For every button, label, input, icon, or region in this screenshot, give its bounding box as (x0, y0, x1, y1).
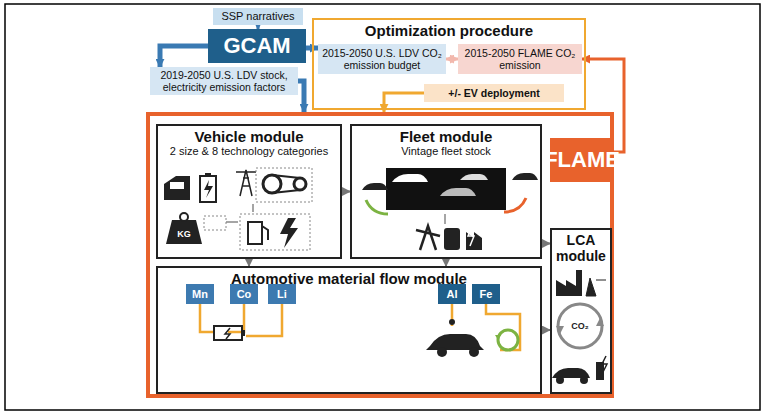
node-title: 2015-2050 FLAME CO₂ emission (461, 47, 579, 71)
image-frame (5, 4, 760, 410)
node-title: Optimization procedure (318, 22, 580, 39)
optimization-box: Optimization procedure 2015-2050 U.S. LDV… (312, 18, 586, 110)
connector-arrow (445, 259, 447, 266)
connector-arrow (446, 58, 458, 61)
lca-icons (552, 270, 607, 384)
node-title: Vehicle module (162, 128, 336, 145)
connector-arrow (160, 46, 208, 67)
budget-box: 2015-2050 U.S. LDV CO₂ emission budget (318, 44, 446, 74)
output-box: 2019-2050 U.S. LDV stock, electricity em… (150, 67, 298, 95)
node-title: Fleet module (356, 128, 536, 145)
node-title: 2015-2050 U.S. LDV CO₂ emission budget (321, 47, 443, 71)
connector-arrow (298, 81, 304, 112)
node-title: GCAM (223, 33, 290, 58)
element-symbol: Fe (472, 284, 500, 304)
element-symbol: Mn (186, 284, 214, 304)
deployment-box: +/- EV deployment (424, 84, 564, 102)
node-title: LCA module (556, 232, 606, 264)
input-box: SSP narratives (213, 8, 303, 25)
element-symbol: Al (438, 284, 466, 304)
node-title: FLAME (550, 138, 614, 182)
emission-box: 2015-2050 FLAME CO₂ emission (458, 44, 582, 74)
element-symbol: Co (230, 284, 258, 304)
framework-box: FLAME Vehicle module2 size & 8 technology… (146, 112, 614, 398)
module-box: LCA module (550, 228, 612, 394)
node-body: 2 size & 8 technology categories (162, 145, 336, 158)
node-title: SSP narratives (221, 10, 294, 23)
fleet-icons (362, 168, 538, 250)
model-box: GCAM (208, 29, 306, 63)
material-icons (200, 304, 520, 357)
connector-arrow (342, 191, 350, 193)
element-symbol: Li (268, 284, 296, 304)
connector-arrow (542, 329, 550, 331)
connector-arrow (248, 259, 250, 266)
node-title: +/- EV deployment (448, 87, 539, 99)
icon-text: CO₂ (566, 318, 594, 334)
connector-arrow (542, 243, 550, 245)
vehicle-icons (164, 168, 312, 250)
node-title: 2019-2050 U.S. LDV stock, electricity em… (153, 69, 295, 93)
module-box: Fleet moduleVintage fleet stock (350, 124, 542, 259)
icon-text: KG (171, 226, 197, 242)
node-body: Vintage fleet stock (356, 145, 536, 158)
